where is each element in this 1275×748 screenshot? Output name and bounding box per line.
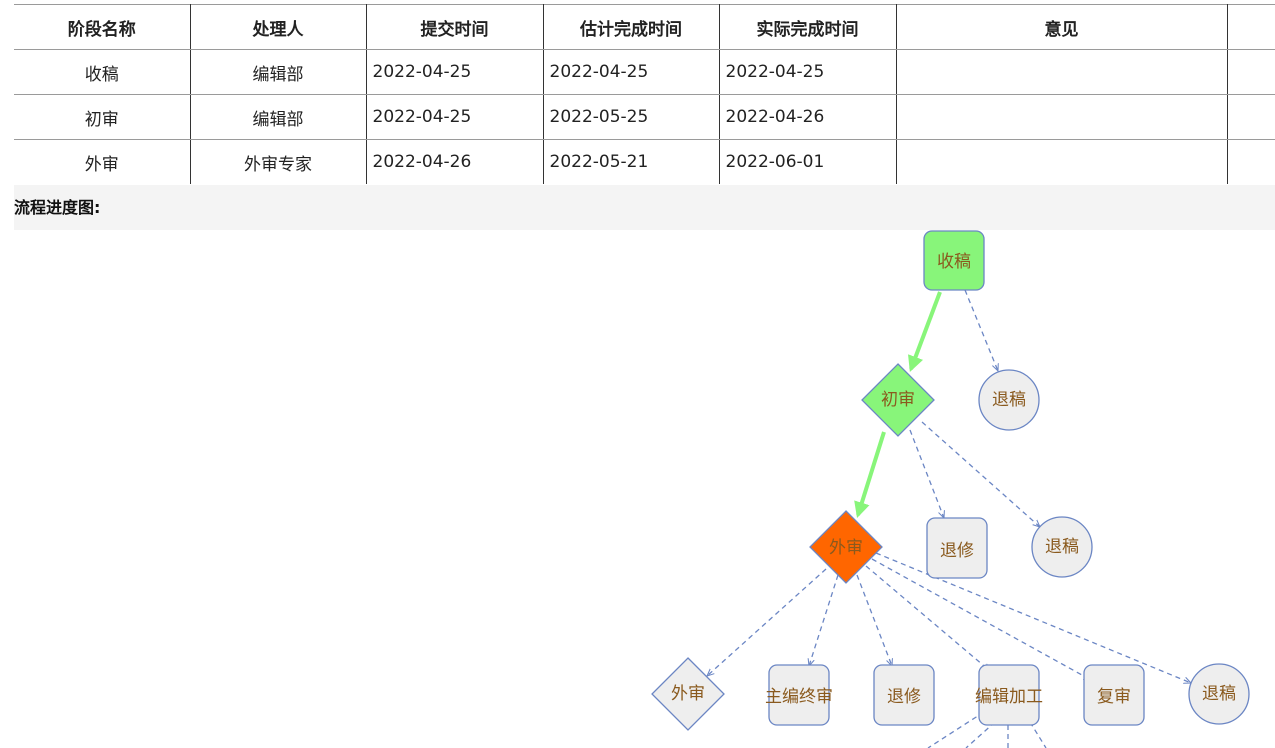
edge-shougao-tuigao: [964, 289, 998, 371]
flow-node-tuigao-3[interactable]: 退稿: [1188, 663, 1250, 725]
edge-chushen-tuixiu: [909, 429, 944, 518]
cell-stage: 收稿: [14, 49, 191, 95]
cell-opinion: [896, 139, 1228, 184]
flow-node-label: 初审: [881, 390, 915, 410]
flow-node-waishen[interactable]: 外审: [809, 510, 883, 584]
flow-node-label: 收稿: [937, 252, 971, 272]
edge-waishen-tuigao: [875, 552, 1191, 683]
cell-opinion: [896, 49, 1228, 95]
flow-node-label: 主编终审: [765, 687, 833, 707]
flow-node-zhubian[interactable]: 主编终审: [765, 664, 833, 726]
flow-node-label: 外审: [671, 684, 705, 704]
cell-handler: 编辑部: [190, 49, 367, 95]
col-header-submitted: 提交时间: [366, 4, 544, 50]
cell-actual: 2022-04-26: [719, 94, 897, 140]
cell-extra: [1227, 49, 1275, 95]
flow-node-chushen[interactable]: 初审: [861, 363, 935, 437]
cell-actual: 2022-04-25: [719, 49, 897, 95]
flow-node-bianji[interactable]: 编辑加工: [975, 664, 1043, 726]
cell-opinion: [896, 94, 1228, 140]
col-header-extra: [1227, 4, 1275, 50]
flow-node-tuixiu-2[interactable]: 退修: [873, 664, 935, 726]
flow-node-label: 退稿: [1045, 537, 1079, 557]
flow-node-shougao[interactable]: 收稿: [923, 230, 985, 291]
flow-section-title: 流程进度图:: [14, 185, 1275, 230]
edge-bianji-out-4: [1029, 721, 1047, 748]
col-header-opinion: 意见: [896, 4, 1228, 50]
edge-waishen-tuixiu: [856, 574, 892, 666]
edge-shougao-chushen: [908, 291, 942, 372]
table-header-row: 阶段名称 处理人 提交时间 估计完成时间 实际完成时间 意见: [14, 4, 1275, 50]
col-header-estimated: 估计完成时间: [543, 4, 720, 50]
flow-node-waishen-2[interactable]: 外审: [651, 657, 725, 731]
table-row: 外审 外审专家 2022-04-26 2022-05-21 2022-06-01: [14, 139, 1275, 184]
edge-chushen-tuigao: [921, 421, 1040, 527]
table-row: 收稿 编辑部 2022-04-25 2022-04-25 2022-04-25: [14, 49, 1275, 95]
cell-estimated: 2022-05-25: [543, 94, 720, 140]
flow-node-tuigao-2[interactable]: 退稿: [1031, 516, 1093, 578]
cell-handler: 编辑部: [190, 94, 367, 140]
cell-stage: 外审: [14, 139, 191, 184]
edge-bianji-out-2: [965, 721, 996, 748]
edge-waishen-fushen: [871, 558, 1091, 680]
flow-node-fushen[interactable]: 复审: [1083, 664, 1145, 726]
flow-node-label: 退稿: [992, 390, 1026, 410]
flow-node-tuigao-1[interactable]: 退稿: [978, 369, 1040, 431]
edge-waishen-bianji: [865, 565, 990, 671]
flow-node-label: 编辑加工: [975, 687, 1043, 707]
stage-table-container: 阶段名称 处理人 提交时间 估计完成时间 实际完成时间 意见 收稿 编辑部 20…: [14, 4, 1275, 184]
edge-chushen-waishen: [854, 431, 886, 519]
flow-node-label: 退修: [940, 541, 974, 561]
flow-node-label: 外审: [829, 538, 863, 558]
cell-estimated: 2022-05-21: [543, 139, 720, 184]
cell-stage: 初审: [14, 94, 191, 140]
cell-estimated: 2022-04-25: [543, 49, 720, 95]
cell-submitted: 2022-04-25: [366, 94, 544, 140]
cell-handler: 外审专家: [190, 139, 367, 184]
table-row: 初审 编辑部 2022-04-25 2022-05-25 2022-04-26: [14, 94, 1275, 140]
col-header-stage: 阶段名称: [14, 4, 191, 50]
cell-extra: [1227, 94, 1275, 140]
flow-node-label: 退修: [887, 687, 921, 707]
edge-bianji-out-1: [927, 711, 985, 748]
flow-node-tuixiu-1[interactable]: 退修: [926, 517, 988, 579]
edge-waishen-zhubian: [809, 574, 839, 666]
cell-submitted: 2022-04-25: [366, 49, 544, 95]
col-header-handler: 处理人: [190, 4, 367, 50]
stage-table: 阶段名称 处理人 提交时间 估计完成时间 实际完成时间 意见 收稿 编辑部 20…: [14, 4, 1275, 184]
col-header-actual: 实际完成时间: [719, 4, 897, 50]
cell-actual: 2022-06-01: [719, 139, 897, 184]
flow-node-label: 复审: [1097, 687, 1131, 707]
edge-waishen-waishen: [707, 568, 827, 676]
flow-node-label: 退稿: [1202, 684, 1236, 704]
cell-submitted: 2022-04-26: [366, 139, 544, 184]
